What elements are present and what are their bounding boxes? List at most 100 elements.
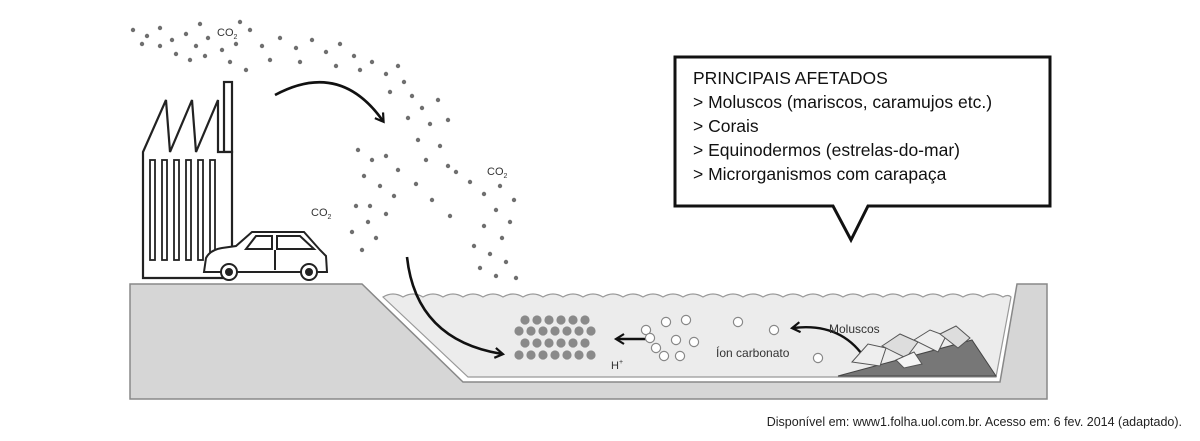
h-plus-ion xyxy=(568,338,578,348)
co2-particle xyxy=(435,97,441,103)
carbonate-ion xyxy=(670,334,682,346)
carbonate-ion xyxy=(658,350,670,362)
h-plus-ion xyxy=(556,315,566,325)
co2-particle xyxy=(357,67,363,73)
h-plus-ion xyxy=(574,326,584,336)
co2-particle xyxy=(437,143,443,149)
co2-particle xyxy=(507,219,513,225)
carbonate-ion xyxy=(650,342,662,354)
co2-particle xyxy=(401,79,407,85)
co2-particle xyxy=(415,137,421,143)
arrow-to-sky xyxy=(274,81,385,124)
co2-particle xyxy=(395,167,401,173)
co2-particle xyxy=(369,59,375,65)
mollusc-shells-icon xyxy=(837,325,997,377)
co2-particle xyxy=(445,117,451,123)
callout-item: > Corais xyxy=(693,116,759,136)
co2-particle xyxy=(361,173,367,179)
ground-profile xyxy=(129,283,1048,400)
co2-particle xyxy=(365,219,371,225)
h-plus-ion xyxy=(532,315,542,325)
h-plus-ion xyxy=(574,350,584,360)
h-plus-ion xyxy=(520,315,530,325)
co2-particle xyxy=(423,157,429,163)
co2-particle xyxy=(477,265,483,271)
h-plus-ion xyxy=(544,315,554,325)
co2-particle xyxy=(293,45,299,51)
co2-particle xyxy=(413,181,419,187)
co2-particle xyxy=(377,183,383,189)
carbonate-ions xyxy=(640,314,824,364)
co2-particle xyxy=(427,121,433,127)
co2-particle xyxy=(139,41,145,47)
callout-title: PRINCIPAIS AFETADOS xyxy=(693,68,888,88)
co2-particle xyxy=(267,57,273,63)
co2-particle xyxy=(202,53,208,59)
co2-particle xyxy=(481,223,487,229)
co2-particle xyxy=(383,153,389,159)
carbonate-ion xyxy=(644,332,656,344)
co2-particle xyxy=(259,43,265,49)
co2-particle xyxy=(309,37,315,43)
h-plus-ion xyxy=(580,315,590,325)
co2-particle xyxy=(337,41,343,47)
co2-particle xyxy=(513,275,519,281)
h-plus-ion xyxy=(550,350,560,360)
carbonate-ion xyxy=(732,316,744,328)
co2-particle xyxy=(205,35,211,41)
co2-particle xyxy=(359,247,365,253)
co2-particle xyxy=(383,71,389,77)
co2-particle xyxy=(323,49,329,55)
h-plus-ion xyxy=(550,326,560,336)
h-plus-ion xyxy=(562,326,572,336)
co2-particle xyxy=(197,21,203,27)
co2-particle xyxy=(169,37,175,43)
co2-particle xyxy=(173,51,179,57)
co2-particle xyxy=(383,211,389,217)
co2-particle xyxy=(493,207,499,213)
h-plus-ion xyxy=(514,350,524,360)
h-plus-ion xyxy=(562,350,572,360)
carbonate-ion xyxy=(660,316,672,328)
h-plus-ion xyxy=(544,338,554,348)
co2-particle xyxy=(353,203,359,209)
co2-particle xyxy=(130,27,136,33)
h-plus-ion xyxy=(520,338,530,348)
co2-particle xyxy=(387,89,393,95)
co2-particle xyxy=(497,183,503,189)
callout-item: > Moluscos (mariscos, caramujos etc.) xyxy=(693,92,993,112)
carbonate-ion xyxy=(812,352,824,364)
h-plus-ion xyxy=(568,315,578,325)
h-plus-ion xyxy=(526,326,536,336)
co2-label-right: CO2 xyxy=(487,166,508,180)
h-plus-ion xyxy=(538,350,548,360)
co2-particle xyxy=(369,157,375,163)
co2-particle xyxy=(373,235,379,241)
callout-item: > Equinodermos (estrelas-do-mar) xyxy=(693,140,960,160)
moluscos-label: Moluscos xyxy=(829,322,880,336)
co2-particle xyxy=(227,59,233,65)
co2-particle xyxy=(511,197,517,203)
callout-bubble xyxy=(673,55,1052,244)
car-icon xyxy=(202,231,329,281)
h-plus-ion xyxy=(586,326,596,336)
factory-icon xyxy=(141,80,234,280)
co2-particle xyxy=(193,43,199,49)
callout-text: PRINCIPAIS AFETADOS > Moluscos (mariscos… xyxy=(693,66,992,186)
co2-particle xyxy=(219,47,225,53)
co2-particle xyxy=(247,27,253,33)
callout-item: > Microrganismos com carapaça xyxy=(693,164,947,184)
co2-particle xyxy=(419,105,425,111)
co2-particle xyxy=(355,147,361,153)
co2-particle xyxy=(447,213,453,219)
co2-particle xyxy=(409,93,415,99)
co2-particle xyxy=(157,43,163,49)
carbonate-ion xyxy=(640,324,652,336)
co2-particle xyxy=(445,163,451,169)
co2-particle xyxy=(481,191,487,197)
source-citation: Disponível em: www1.folha.uol.com.br. Ac… xyxy=(766,415,1182,429)
co2-particle xyxy=(243,67,249,73)
co2-particle xyxy=(297,59,303,65)
co2-particle xyxy=(391,193,397,199)
h-plus-ion xyxy=(526,350,536,360)
